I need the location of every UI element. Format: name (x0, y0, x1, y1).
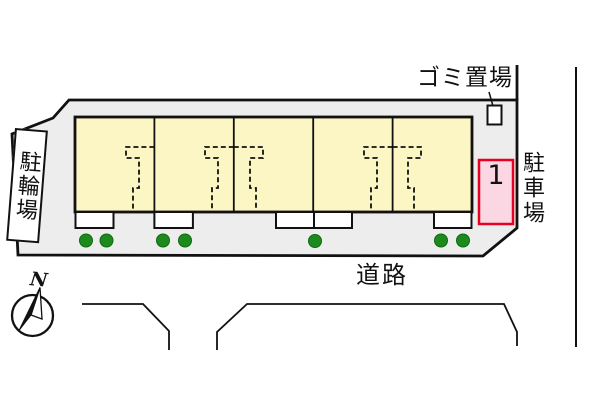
parking-lot-label: 駐車場 (520, 151, 545, 226)
road-label: 道路 (356, 262, 408, 289)
road-edge-left (82, 303, 170, 350)
garbage-area-label: ゴミ置場 (417, 64, 513, 90)
tree-icon (79, 233, 470, 248)
unit-divider-lines (153, 117, 394, 212)
garbage-box-icon (486, 104, 503, 126)
road-edge-right (216, 303, 518, 350)
entrance-porches (74, 211, 473, 229)
bicycle-parking-label: 駐輪場 (12, 148, 43, 223)
compass-north-label: N (28, 268, 49, 292)
garbage-leader-line (488, 91, 494, 107)
parking-space-number: 1 (487, 160, 505, 191)
staircase-dashed-outlines (125, 146, 422, 212)
compass-icon (10, 287, 55, 338)
parking-space-1 (477, 158, 515, 226)
building-outline (73, 115, 474, 214)
